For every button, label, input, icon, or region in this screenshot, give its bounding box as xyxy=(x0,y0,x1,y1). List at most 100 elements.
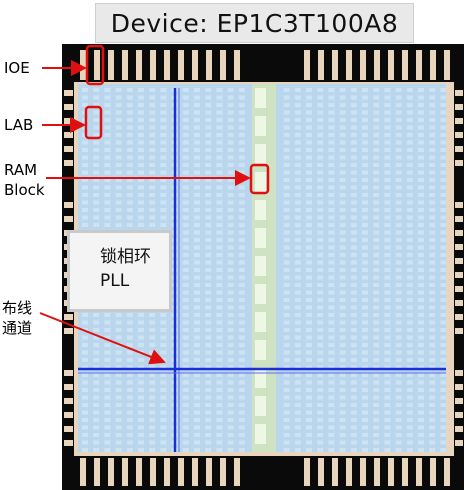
lab-cell xyxy=(294,170,301,175)
lab-cell xyxy=(115,88,122,92)
lab-cell xyxy=(418,230,424,235)
lab-cell xyxy=(328,425,335,430)
lab-cell xyxy=(104,433,111,437)
lab-cell xyxy=(294,103,301,107)
lab-cell xyxy=(339,275,346,280)
lab-cell xyxy=(205,448,212,452)
lab-cell xyxy=(406,395,413,400)
lab-cell xyxy=(227,380,234,385)
lab-cell xyxy=(395,403,402,407)
lab-cell xyxy=(306,298,312,302)
lab-cell xyxy=(373,448,380,452)
lab-cell xyxy=(339,208,346,212)
lab-cell xyxy=(205,283,212,287)
lab-cell xyxy=(317,163,324,167)
lab-cell xyxy=(440,245,447,250)
lab-cell xyxy=(339,448,346,452)
lab-cell xyxy=(406,448,413,452)
lab-cell xyxy=(227,140,234,145)
lab-cell xyxy=(384,140,391,145)
lab-cell xyxy=(283,328,290,332)
lab-cell xyxy=(238,118,245,122)
lab-cell xyxy=(406,373,413,377)
lab-cell xyxy=(418,88,424,92)
io-pad-right xyxy=(455,384,463,390)
lab-cell xyxy=(93,95,100,100)
lab-cell xyxy=(395,448,402,452)
lab-cell xyxy=(115,418,122,422)
lab-cell xyxy=(373,298,380,302)
lab-cell xyxy=(205,178,212,182)
lab-cell xyxy=(339,290,346,295)
lab-cell xyxy=(82,433,88,437)
lab-cell xyxy=(440,275,447,280)
lab-cell xyxy=(205,440,212,445)
lab-cell xyxy=(238,125,245,130)
lab-cell xyxy=(93,418,100,422)
lab-cell xyxy=(149,440,156,445)
lab-cell xyxy=(418,358,424,362)
io-pad-right xyxy=(455,412,463,418)
lab-cell xyxy=(384,305,391,310)
lab-cell xyxy=(362,395,368,400)
lab-cell xyxy=(406,335,413,340)
lab-cell xyxy=(440,103,447,107)
lab-cell xyxy=(227,275,234,280)
lab-cell xyxy=(283,155,290,160)
lab-cell xyxy=(194,125,200,130)
lab-cell xyxy=(395,268,402,272)
lab-cell xyxy=(160,365,167,370)
lab-cell xyxy=(93,425,100,430)
lab-cell xyxy=(362,230,368,235)
lab-cell xyxy=(126,365,133,370)
lab-cell xyxy=(418,223,424,227)
lab-cell xyxy=(227,200,234,205)
lab-cell xyxy=(138,200,144,205)
lab-cell xyxy=(182,365,189,370)
lab-cell xyxy=(339,425,346,430)
lab-cell xyxy=(238,328,245,332)
lab-cell xyxy=(294,433,301,437)
lab-cell xyxy=(350,418,357,422)
lab-cell xyxy=(205,110,212,115)
lab-cell xyxy=(406,425,413,430)
lab-cell xyxy=(93,343,100,347)
lab-cell xyxy=(194,133,200,137)
lab-cell xyxy=(328,245,335,250)
lab-cell xyxy=(339,440,346,445)
lab-cell xyxy=(283,343,290,347)
lab-cell xyxy=(306,88,312,92)
lab-cell xyxy=(216,365,223,370)
lab-cell xyxy=(395,313,402,317)
lab-cell xyxy=(384,268,391,272)
lab-cell xyxy=(317,215,324,220)
lab-cell xyxy=(194,163,200,167)
lab-cell xyxy=(384,410,391,415)
lab-cell xyxy=(328,140,335,145)
lab-cell xyxy=(384,283,391,287)
lab-cell xyxy=(104,140,111,145)
lab-cell xyxy=(384,95,391,100)
lab-cell xyxy=(317,238,324,242)
lab-cell xyxy=(406,148,413,152)
lab-cell xyxy=(149,343,156,347)
lab-cell xyxy=(384,170,391,175)
lab-cell xyxy=(182,290,189,295)
lab-cell xyxy=(216,305,223,310)
lab-cell xyxy=(395,200,402,205)
lab-cell xyxy=(149,388,156,392)
lab-cell xyxy=(429,335,436,340)
lab-cell xyxy=(362,298,368,302)
io-pad-left xyxy=(64,146,73,152)
lab-cell xyxy=(93,215,100,220)
lab-cell xyxy=(339,238,346,242)
lab-cell xyxy=(104,373,111,377)
lab-cell xyxy=(440,305,447,310)
lab-cell xyxy=(306,133,312,137)
lab-cell xyxy=(362,418,368,422)
io-pad-bottom xyxy=(444,458,450,486)
lab-cell xyxy=(216,433,223,437)
lab-cell xyxy=(384,88,391,92)
lab-cell xyxy=(418,260,424,265)
lab-cell xyxy=(182,448,189,452)
